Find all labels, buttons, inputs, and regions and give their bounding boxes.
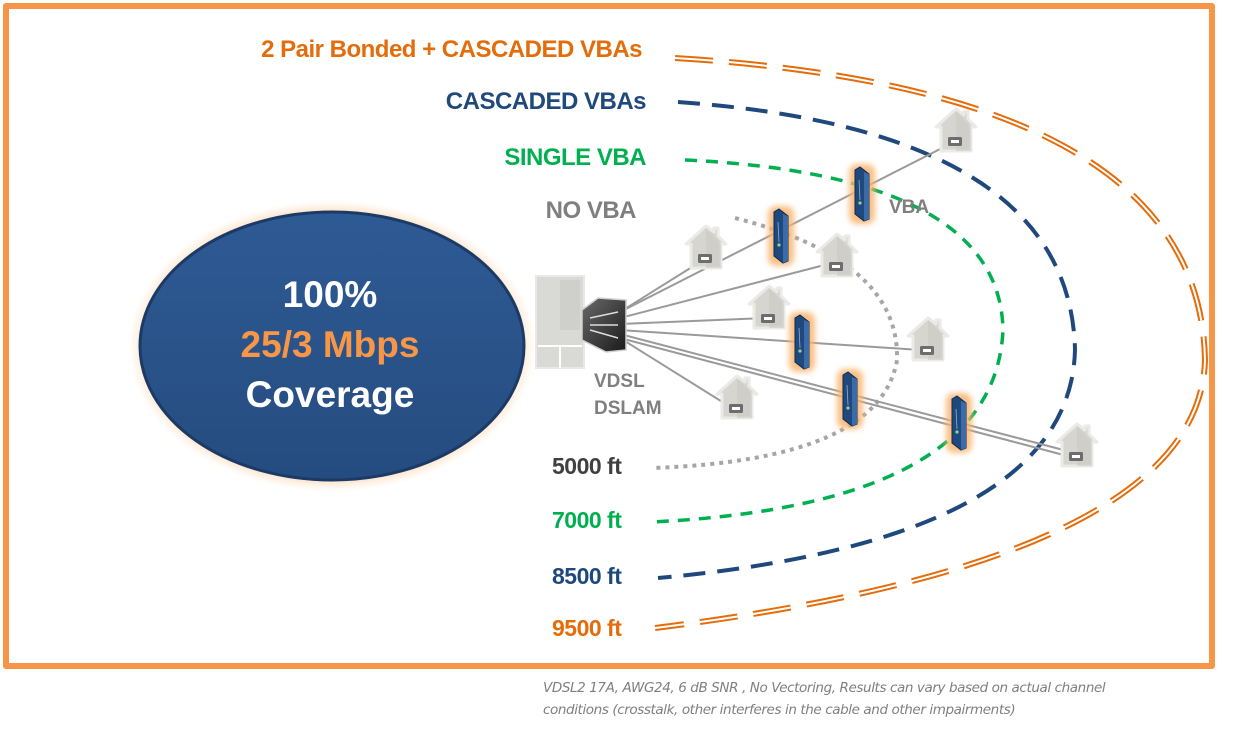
house-icon bbox=[906, 316, 950, 362]
arc-8500ft bbox=[657, 100, 1078, 580]
arc-5000ft bbox=[651, 216, 900, 470]
coverage-word: Coverage bbox=[245, 374, 415, 415]
coverage-summary: 100% 25/3 Mbps Coverage bbox=[140, 270, 520, 420]
dslam-label-line2: DSLAM bbox=[594, 398, 662, 419]
diagram-frame bbox=[3, 3, 1215, 669]
footnote: VDSL2 17A, AWG24, 6 dB SNR , No Vectorin… bbox=[543, 677, 1106, 721]
legend-cascaded-vbas: CASCADED VBAs bbox=[445, 88, 647, 115]
house-icon bbox=[684, 224, 728, 270]
distance-label-8500: 8500 ft bbox=[552, 563, 622, 589]
legend-no-vba: NO VBA bbox=[545, 197, 637, 224]
dslam-server-icon bbox=[535, 275, 627, 369]
house-icon bbox=[1055, 422, 1099, 468]
distance-label-5000: 5000 ft bbox=[552, 453, 622, 479]
arc-9500ft bbox=[654, 55, 1209, 631]
house-icon bbox=[715, 374, 759, 420]
distance-label-7000: 7000 ft bbox=[552, 507, 622, 533]
coverage-percent: 100% bbox=[282, 274, 378, 315]
distance-label-9500: 9500 ft bbox=[552, 615, 622, 641]
dslam-label-line1: VDSL bbox=[594, 371, 645, 392]
vba-device-icon bbox=[768, 206, 794, 266]
vba-device-icon bbox=[789, 312, 815, 372]
house-icon bbox=[934, 107, 978, 153]
vba-device-icon bbox=[849, 164, 875, 224]
footnote-line1: VDSL2 17A, AWG24, 6 dB SNR , No Vectorin… bbox=[543, 680, 1106, 696]
vba-device-icon bbox=[946, 393, 972, 453]
house-icon bbox=[747, 284, 791, 330]
vba-device-icon bbox=[837, 369, 863, 429]
houses bbox=[684, 107, 1099, 468]
coverage-speed: 25/3 Mbps bbox=[240, 324, 420, 365]
house-icon bbox=[815, 232, 859, 278]
legend-2-pair-bonded-cascaded: 2 Pair Bonded + CASCADED VBAs bbox=[261, 36, 642, 63]
vba-devices bbox=[768, 164, 972, 453]
vba-label: VBA bbox=[889, 197, 930, 218]
legend-single-vba: SINGLE VBA bbox=[504, 144, 646, 171]
arc-7000ft bbox=[651, 158, 1005, 524]
coverage-ellipse bbox=[128, 200, 536, 492]
dslam-label: VDSL DSLAM bbox=[594, 368, 662, 422]
footnote-line2: conditions (crosstalk, other interferes … bbox=[543, 702, 1016, 718]
